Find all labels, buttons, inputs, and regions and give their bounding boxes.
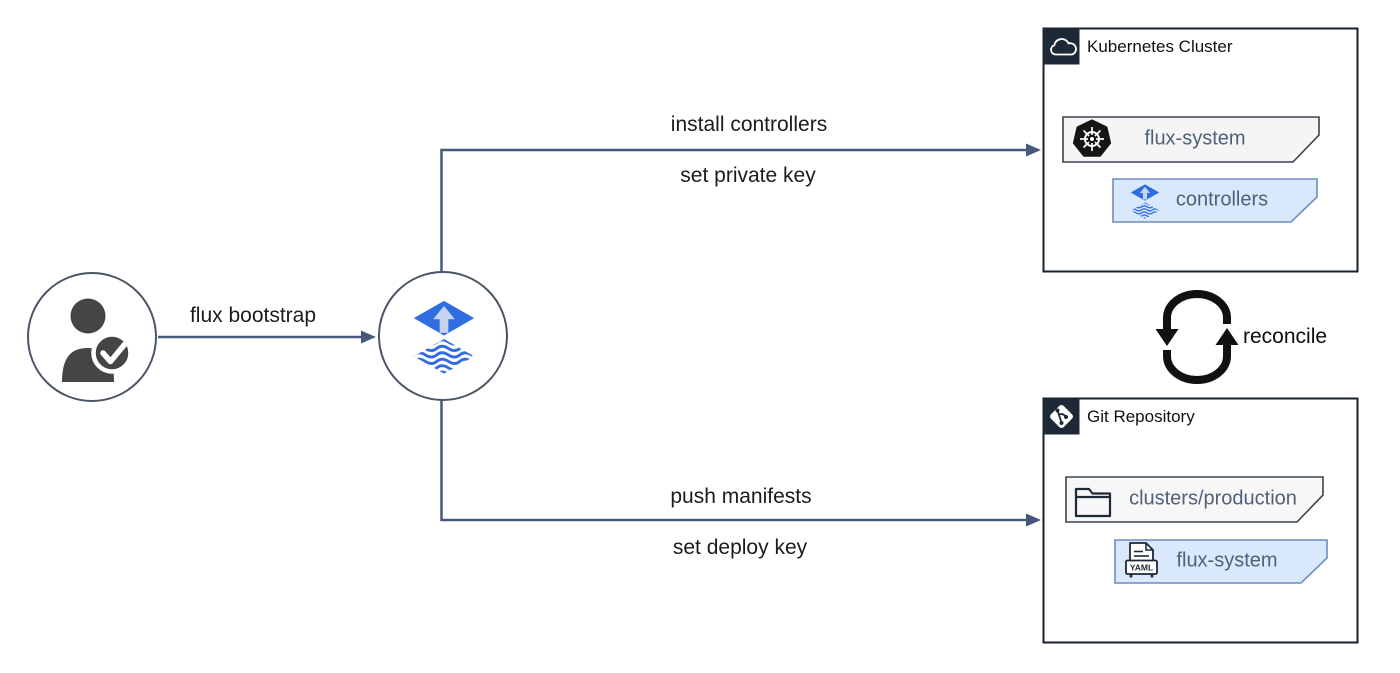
card-controllers [1112, 178, 1318, 223]
edge-label-set-private-key: set private key [680, 164, 816, 187]
card-label-controllers: controllers [1175, 188, 1269, 211]
card-label-flux-system-yaml: flux-system [1176, 549, 1278, 572]
sync-cycle-icon [1155, 290, 1239, 384]
kubernetes-cluster-header-badge [1043, 28, 1080, 65]
card-label-flux-system-namespace: flux-system [1144, 127, 1246, 150]
git-repository-title: Git Repository [1087, 407, 1195, 426]
user-node [27, 272, 157, 402]
edge-install-arrowhead [1026, 143, 1041, 157]
cloud-icon [1050, 38, 1077, 56]
git-repository-box: YAML [1042, 397, 1359, 644]
edge-install-line [440, 148, 1026, 272]
edge-push-line [440, 400, 1026, 522]
connector-arrowheads [361, 143, 1041, 527]
edge-label-set-deploy-key: set deploy key [672, 536, 808, 559]
git-branch-icon [1050, 405, 1073, 428]
kubernetes-icon [1072, 119, 1112, 157]
flux-cli-node [378, 271, 508, 401]
kubernetes-cluster-box [1042, 27, 1359, 273]
folder-icon [1074, 487, 1112, 518]
reconcile-label: reconcile [1243, 325, 1328, 348]
kubernetes-cluster-title: Kubernetes Cluster [1087, 37, 1233, 56]
card-flux-system-namespace [1062, 116, 1320, 163]
card-flux-system-yaml [1114, 539, 1328, 584]
connector-lines [158, 148, 1026, 522]
edge-label-push-manifests: push manifests [670, 485, 812, 508]
edge-bootstrap-arrowhead [361, 330, 376, 344]
edge-label-flux-bootstrap: flux bootstrap [189, 304, 317, 327]
flux-circle [378, 271, 508, 401]
user-check-icon [62, 298, 133, 382]
yaml-badge-text: YAML [1130, 563, 1153, 573]
card-label-clusters-production: clusters/production [1129, 487, 1297, 510]
yaml-file-icon: YAML [1125, 542, 1158, 578]
edge-push-arrowhead [1026, 513, 1041, 527]
card-clusters-production [1065, 476, 1324, 523]
edge-label-install-controllers: install controllers [670, 113, 828, 136]
